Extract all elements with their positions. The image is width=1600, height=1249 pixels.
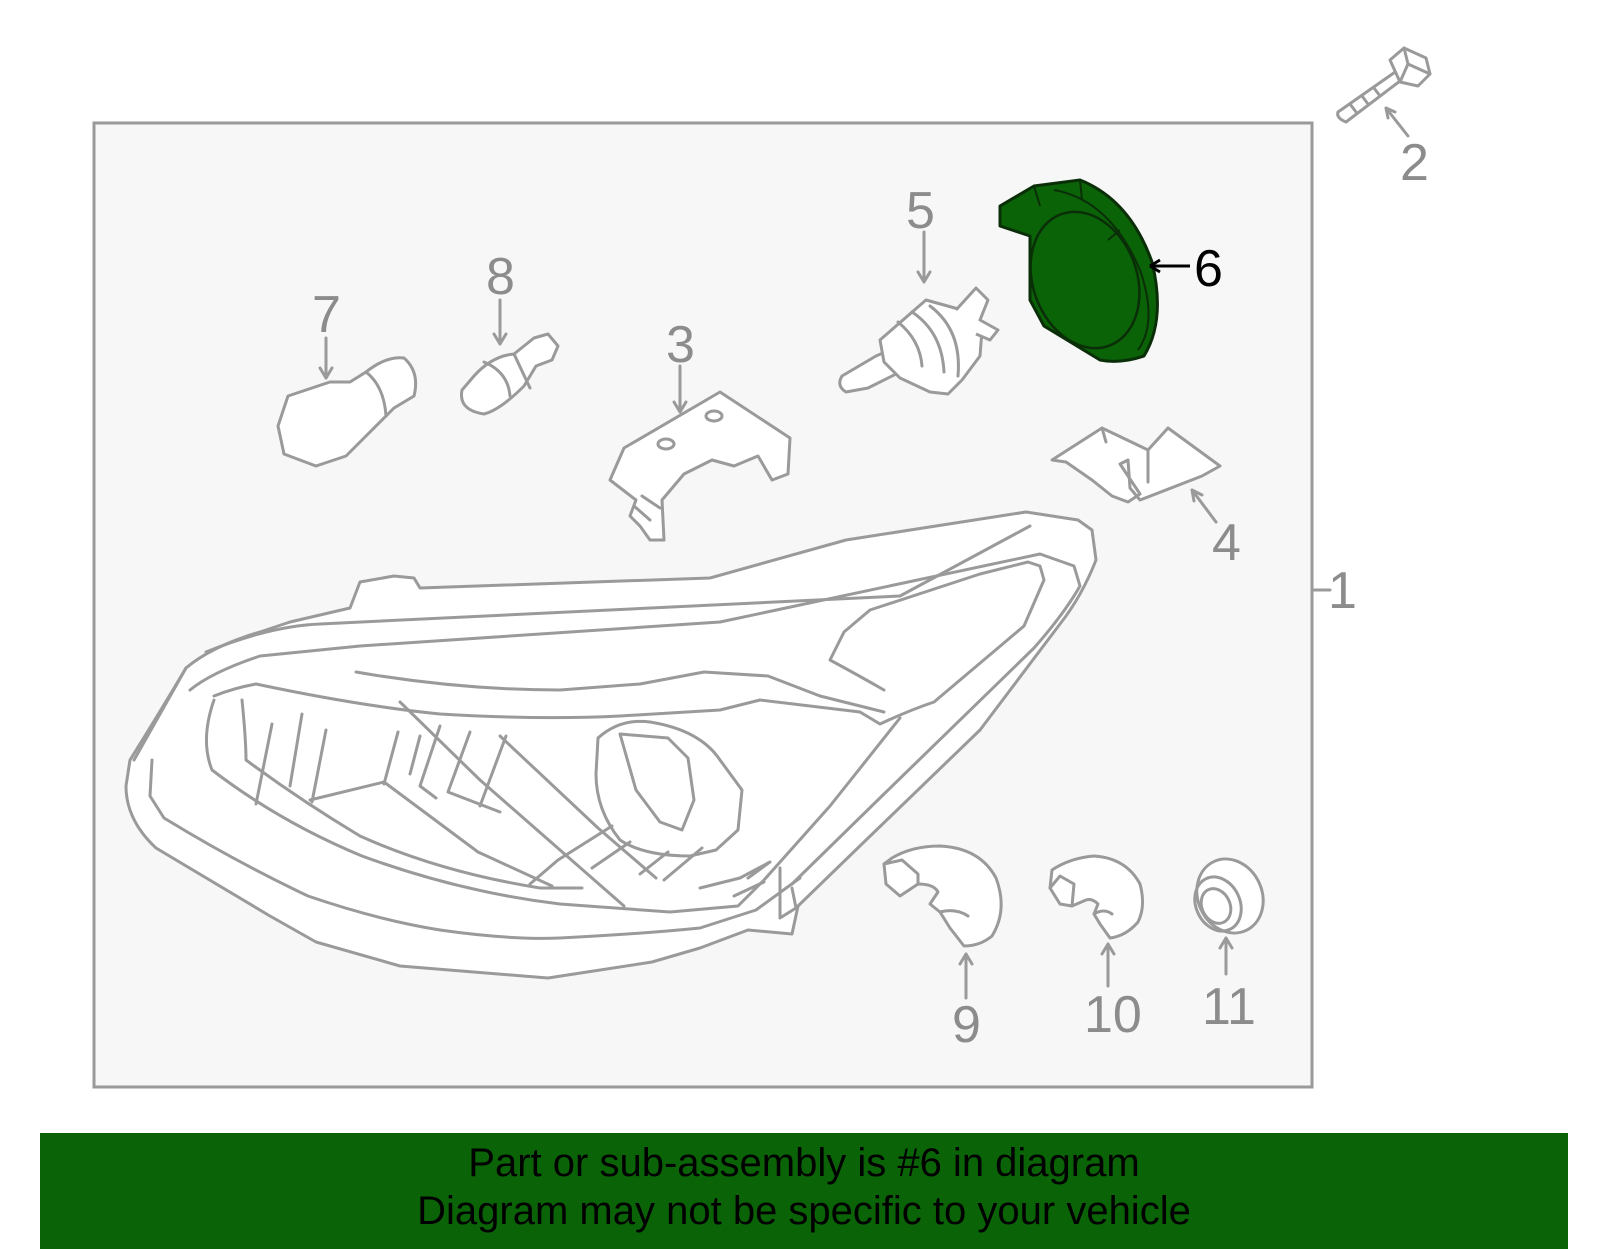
banner-line-1: Part or sub-assembly is #6 in diagram bbox=[468, 1141, 1140, 1185]
part-7-bulb[interactable] bbox=[276, 356, 418, 468]
part-10-boot[interactable] bbox=[1048, 854, 1145, 940]
part-11-grommet[interactable] bbox=[1185, 848, 1275, 944]
callout-8[interactable]: 8 bbox=[486, 248, 515, 306]
callout-6-arrow bbox=[1149, 258, 1190, 274]
part-5-bulb[interactable] bbox=[838, 286, 1000, 396]
part-3-bracket[interactable] bbox=[608, 390, 792, 542]
callout-4[interactable]: 4 bbox=[1212, 514, 1241, 572]
callout-9[interactable]: 9 bbox=[952, 996, 981, 1054]
part-9-boot[interactable] bbox=[882, 844, 1003, 948]
callout-11-arrow bbox=[1218, 936, 1234, 976]
callout-2[interactable]: 2 bbox=[1400, 134, 1429, 192]
callout-5[interactable]: 5 bbox=[906, 182, 935, 240]
info-banner: Part or sub-assembly is #6 in diagram Di… bbox=[40, 1133, 1568, 1249]
callout-4-arrow bbox=[1190, 488, 1218, 524]
callout-10[interactable]: 10 bbox=[1084, 986, 1142, 1044]
part-6-bulb-cover[interactable] bbox=[998, 178, 1159, 364]
part-1-headlamp-housing[interactable] bbox=[124, 510, 1098, 980]
callout-1[interactable]: 1 bbox=[1328, 562, 1357, 620]
part-4-clip[interactable] bbox=[1050, 426, 1222, 504]
banner-line-2: Diagram may not be specific to your vehi… bbox=[417, 1189, 1191, 1233]
callout-7[interactable]: 7 bbox=[312, 286, 341, 344]
part-2-bolt[interactable] bbox=[1336, 46, 1432, 124]
callout-11[interactable]: 11 bbox=[1202, 978, 1256, 1036]
callout-7-arrow bbox=[318, 336, 334, 380]
callout-9-arrow bbox=[958, 952, 974, 1000]
callout-10-arrow bbox=[1100, 942, 1116, 988]
callout-3[interactable]: 3 bbox=[666, 316, 695, 374]
part-8-bulb[interactable] bbox=[459, 332, 560, 416]
callout-6[interactable]: 6 bbox=[1194, 240, 1223, 298]
callout-3-arrow bbox=[672, 364, 688, 414]
callout-8-arrow bbox=[492, 298, 508, 346]
callout-2-arrow bbox=[1384, 106, 1410, 138]
callout-5-arrow bbox=[916, 230, 932, 284]
